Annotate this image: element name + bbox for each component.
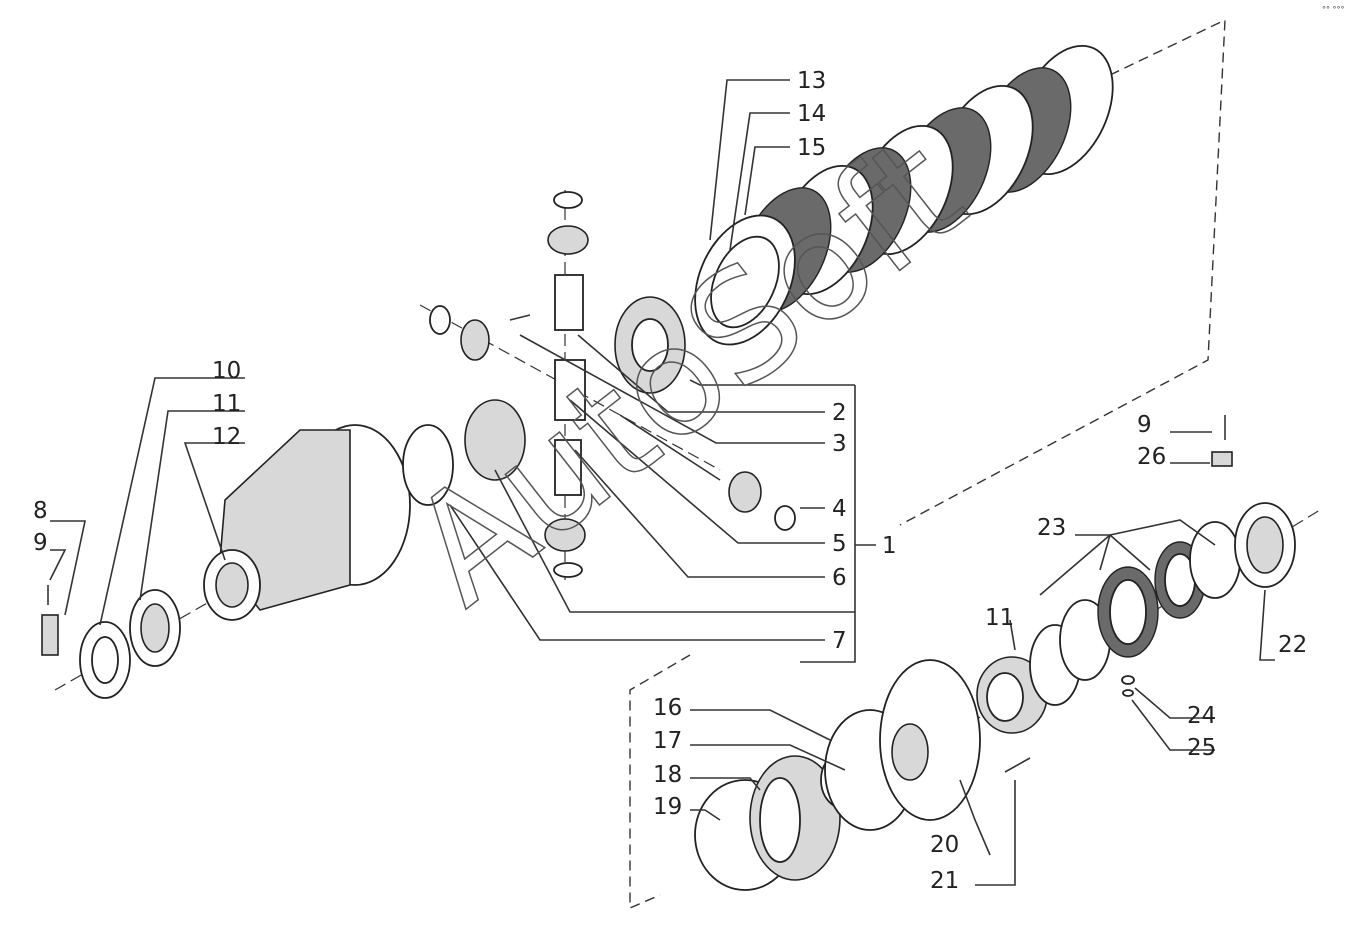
label-24: 24 <box>1187 703 1216 729</box>
label-26: 26 <box>1137 444 1166 470</box>
right-side-parts <box>694 415 1296 891</box>
label-13: 13 <box>797 68 826 94</box>
label-25: 25 <box>1187 735 1216 761</box>
label-23: 23 <box>1037 515 1066 541</box>
label-21: 21 <box>930 868 959 894</box>
label-9-right: 9 <box>1137 412 1152 438</box>
label-2: 2 <box>832 400 847 426</box>
watermark: AutoSoft <box>380 105 995 639</box>
leader-lines <box>49 79 1275 886</box>
label-14: 14 <box>797 101 826 127</box>
clutch-disc-pack <box>694 44 1114 346</box>
label-18: 18 <box>653 762 682 788</box>
label-17: 17 <box>653 728 682 754</box>
label-11-right: 11 <box>985 605 1014 631</box>
gear-cluster <box>402 191 796 578</box>
label-12: 12 <box>212 424 241 450</box>
differential-case <box>203 424 411 621</box>
label-8: 8 <box>33 498 48 524</box>
label-10: 10 <box>212 358 241 384</box>
label-3: 3 <box>832 431 847 457</box>
label-4: 4 <box>832 496 847 522</box>
label-16: 16 <box>653 695 682 721</box>
part-labels: 13 14 15 2 3 4 5 1 6 7 10 11 12 8 9 9 26… <box>33 68 1307 894</box>
label-15: 15 <box>797 135 826 161</box>
label-11-left: 11 <box>212 391 241 417</box>
label-9-left: 9 <box>33 530 48 556</box>
label-19: 19 <box>653 794 682 820</box>
label-20: 20 <box>930 832 959 858</box>
left-bearing-parts <box>41 585 181 699</box>
label-5: 5 <box>832 531 847 557</box>
corner-mark: °° °°° <box>1322 5 1345 14</box>
label-22: 22 <box>1278 632 1307 658</box>
label-1: 1 <box>882 533 897 559</box>
label-7: 7 <box>832 628 847 654</box>
label-6: 6 <box>832 565 847 591</box>
